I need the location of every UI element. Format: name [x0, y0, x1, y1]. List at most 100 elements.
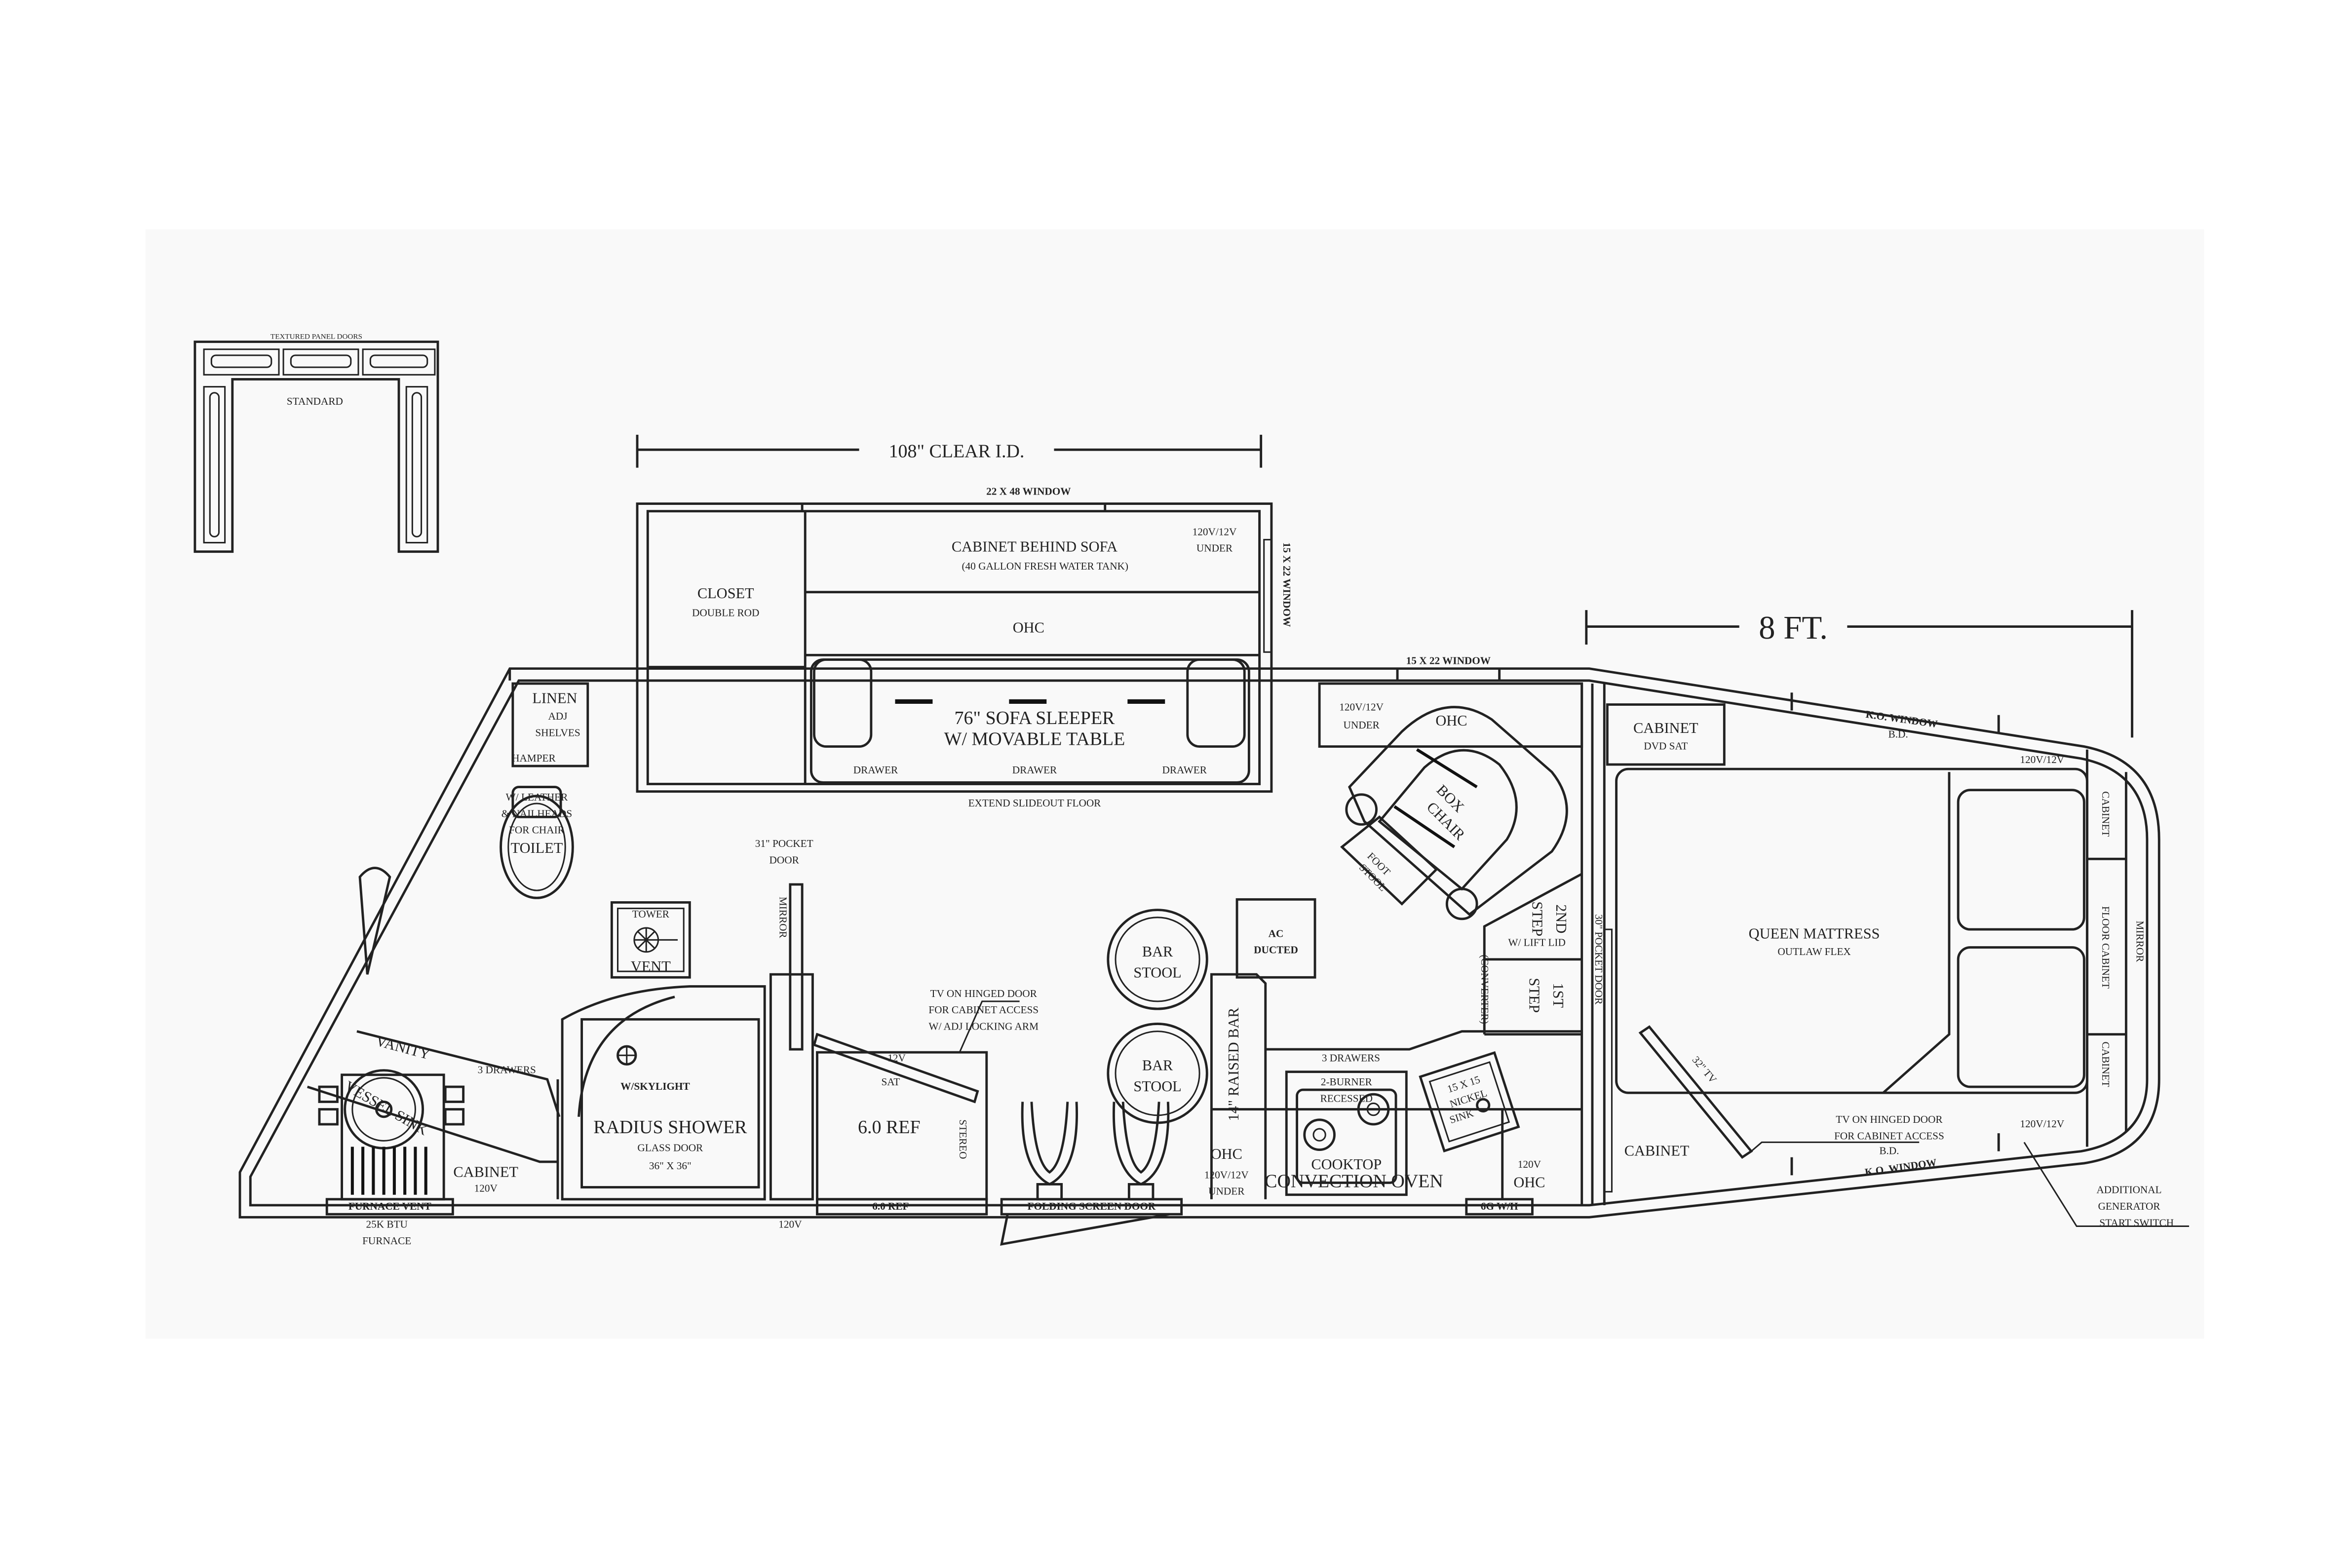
bath-cabinet-label: CABINET [453, 1163, 518, 1180]
bedroom-cabinet2-label: CABINET [1624, 1143, 1690, 1159]
refrigerator-wall-label: 6.0 REF [872, 1200, 909, 1212]
mirror-label: MIRROR [777, 897, 789, 939]
linen-label: LINEN [532, 689, 577, 706]
outlaw-flex-label: OUTLAW FLEX [1777, 946, 1850, 957]
pocket-door-30-label: 30" POCKET DOOR [1593, 914, 1605, 1005]
bar-stool: BAR STOOL [1107, 1023, 1208, 1124]
linen-shelves-label: SHELVES [535, 727, 580, 738]
bedroom-power-bottom: 120V/12V [2020, 1118, 2064, 1130]
shower-size-label: 36" X 36" [649, 1160, 692, 1172]
vanity-drawers-label: 3 DRAWERS [478, 1064, 536, 1076]
bedroom-tv-note: TV ON HINGED DOOR [1836, 1113, 1943, 1125]
bath-cabinet-power: 120V [474, 1183, 498, 1194]
door-panel-inset: TEXTURED PANEL DOORS STANDARD [193, 332, 439, 553]
chair-power-label: 120V/12V [1339, 701, 1384, 713]
fresh-water-tank-label: (40 GALLON FRESH WATER TANK) [962, 560, 1128, 572]
vent-label-top: TOWER [632, 908, 670, 920]
shower-label: RADIUS SHOWER [593, 1117, 747, 1138]
kitchen-ohc2-label: OHC [1513, 1174, 1545, 1191]
dimension-8ft: 8 FT. [1585, 610, 2133, 738]
bedroom-mirror-label: MIRROR [2134, 920, 2146, 962]
trailer-shell [238, 667, 2160, 1219]
ac-label: AC [1269, 927, 1284, 939]
radius-shower: W/SKYLIGHT RADIUS SHOWER GLASS DOOR 36" … [561, 985, 766, 1201]
folding-screen-door-label: FOLDING SCREEN DOOR [1028, 1200, 1156, 1212]
sofa-sleeper-label: 76" SOFA SLEEPER [955, 708, 1116, 728]
dimension-8ft-label: 8 FT. [1759, 610, 1828, 646]
extend-slideout-floor-label: EXTEND SLIDEOUT FLOOR [968, 797, 1102, 809]
tv-sat-label: SAT [881, 1076, 900, 1088]
first-step-label: 1ST [1550, 983, 1567, 1008]
movable-table-label: W/ MOVABLE TABLE [944, 729, 1125, 750]
tv-note-line: TV ON HINGED DOOR [930, 988, 1038, 999]
linen-adj-label: ADJ [548, 710, 568, 722]
water-heater-label: 6G W/H [1481, 1200, 1518, 1212]
generator-note: START SWITCH [2099, 1217, 2174, 1229]
tower-vent: TOWER VENT [610, 901, 691, 979]
slideout: 22 X 48 WINDOW CLOSET DOUBLE ROD CABINET… [636, 485, 1293, 809]
second-step-label-2: STEP [1529, 901, 1545, 936]
drawer-label: DRAWER [1012, 764, 1057, 776]
chair-under-label: UNDER [1344, 719, 1380, 731]
furnace-btu-label: 25K BTU [366, 1219, 407, 1230]
floor-cabinet-label: FLOOR CABINET [2100, 906, 2112, 989]
kitchen-power-label: 120V/12V [1204, 1169, 1249, 1181]
bedroom-tv-note: FOR CABINET ACCESS [1834, 1130, 1944, 1142]
hamper-label: HAMPER [512, 752, 556, 764]
closet-label: CLOSET [697, 585, 754, 602]
stereo-label: STEREO [957, 1119, 969, 1159]
kitchen-drawers-label: 3 DRAWERS [1322, 1052, 1380, 1064]
bedroom-cabinet-label: CABINET [1633, 720, 1698, 736]
furnace-label: FURNACE [362, 1235, 411, 1247]
side-window-label: 15 X 22 WINDOW [1281, 542, 1293, 627]
bathroom: LINEN ADJ SHELVES HAMPER W/ LEATHER & NA… [307, 682, 814, 1247]
toilet-note: FOR CHAIR [509, 824, 565, 836]
second-step-label: 2ND [1553, 904, 1570, 933]
inset-title: TEXTURED PANEL DOORS [270, 332, 362, 341]
cooktop-label: COOKTOP [1311, 1156, 1382, 1173]
generator-note: ADDITIONAL [2096, 1184, 2161, 1196]
first-step-label-2: STEP [1526, 978, 1542, 1013]
vent-label-bottom: VENT [631, 958, 671, 975]
refrigerator-label: 6.0 REF [858, 1117, 921, 1138]
dimension-108: 108" CLEAR I.D. [636, 434, 1263, 468]
burner-label: 2-BURNER [1321, 1076, 1373, 1088]
furnace-vent-label: FURNACE VENT [348, 1200, 431, 1212]
kitchen-ohc-label: OHC [1211, 1146, 1242, 1162]
lift-lid-label: W/ LIFT LID [1508, 937, 1565, 949]
closet-sub: DOUBLE ROD [692, 607, 759, 618]
shower-door-label: GLASS DOOR [637, 1142, 703, 1154]
skylight-label: W/SKYLIGHT [620, 1080, 690, 1092]
living-kitchen: 120V 12V SAT 6.0 REF 6.0 REF STEREO TV O… [778, 655, 1613, 1246]
generator-note: GENERATOR [2098, 1200, 2160, 1212]
bedroom-tv-note: B.D. [1879, 1145, 1899, 1157]
convection-oven-label: CONVECTION OVEN [1265, 1171, 1443, 1192]
bar-stool-label: BAR [1142, 1057, 1173, 1074]
bar-stool-label-2: STOOL [1133, 1078, 1181, 1095]
chair-ohc-label: OHC [1435, 712, 1467, 729]
pocket-door-label-2: DOOR [770, 854, 800, 866]
pocket-door-label: 31" POCKET [755, 838, 813, 849]
toilet-label: TOILET [511, 840, 563, 856]
slideout-power-label: 120V/12V [1193, 526, 1237, 537]
raised-bar-label: 14" RAISED BAR [1225, 1007, 1242, 1121]
front-window-label: 15 X 22 WINDOW [1406, 655, 1491, 667]
cabinet-a-label: CABINET [2100, 791, 2112, 837]
drawer-label: DRAWER [1162, 764, 1207, 776]
kitchen-power-120v: 120V [1518, 1158, 1542, 1170]
toilet: W/ LEATHER & NAILHEADS FOR CHAIR TOILET [500, 786, 574, 899]
bar-stool: BAR STOOL [1107, 909, 1208, 1010]
ac-ducted-label: DUCTED [1254, 944, 1298, 956]
toilet-note: & NAILHEADS [501, 807, 572, 819]
kitchen-under-label: UNDER [1208, 1186, 1245, 1197]
bedroom-cabinet-sub: DVD SAT [1644, 740, 1688, 752]
outlet-label: 120V [778, 1219, 802, 1230]
tv-12v-label: 12V [887, 1052, 906, 1064]
queen-mattress-label: QUEEN MATTRESS [1749, 925, 1880, 942]
recessed-label: RECESSED [1320, 1092, 1373, 1104]
slideout-window-label: 22 X 48 WINDOW [986, 485, 1071, 497]
dimension-108-label: 108" CLEAR I.D. [889, 441, 1025, 461]
converter-label: (CONVERTER) [1479, 955, 1491, 1024]
ko-window-top-bd: B.D. [1889, 728, 1908, 740]
